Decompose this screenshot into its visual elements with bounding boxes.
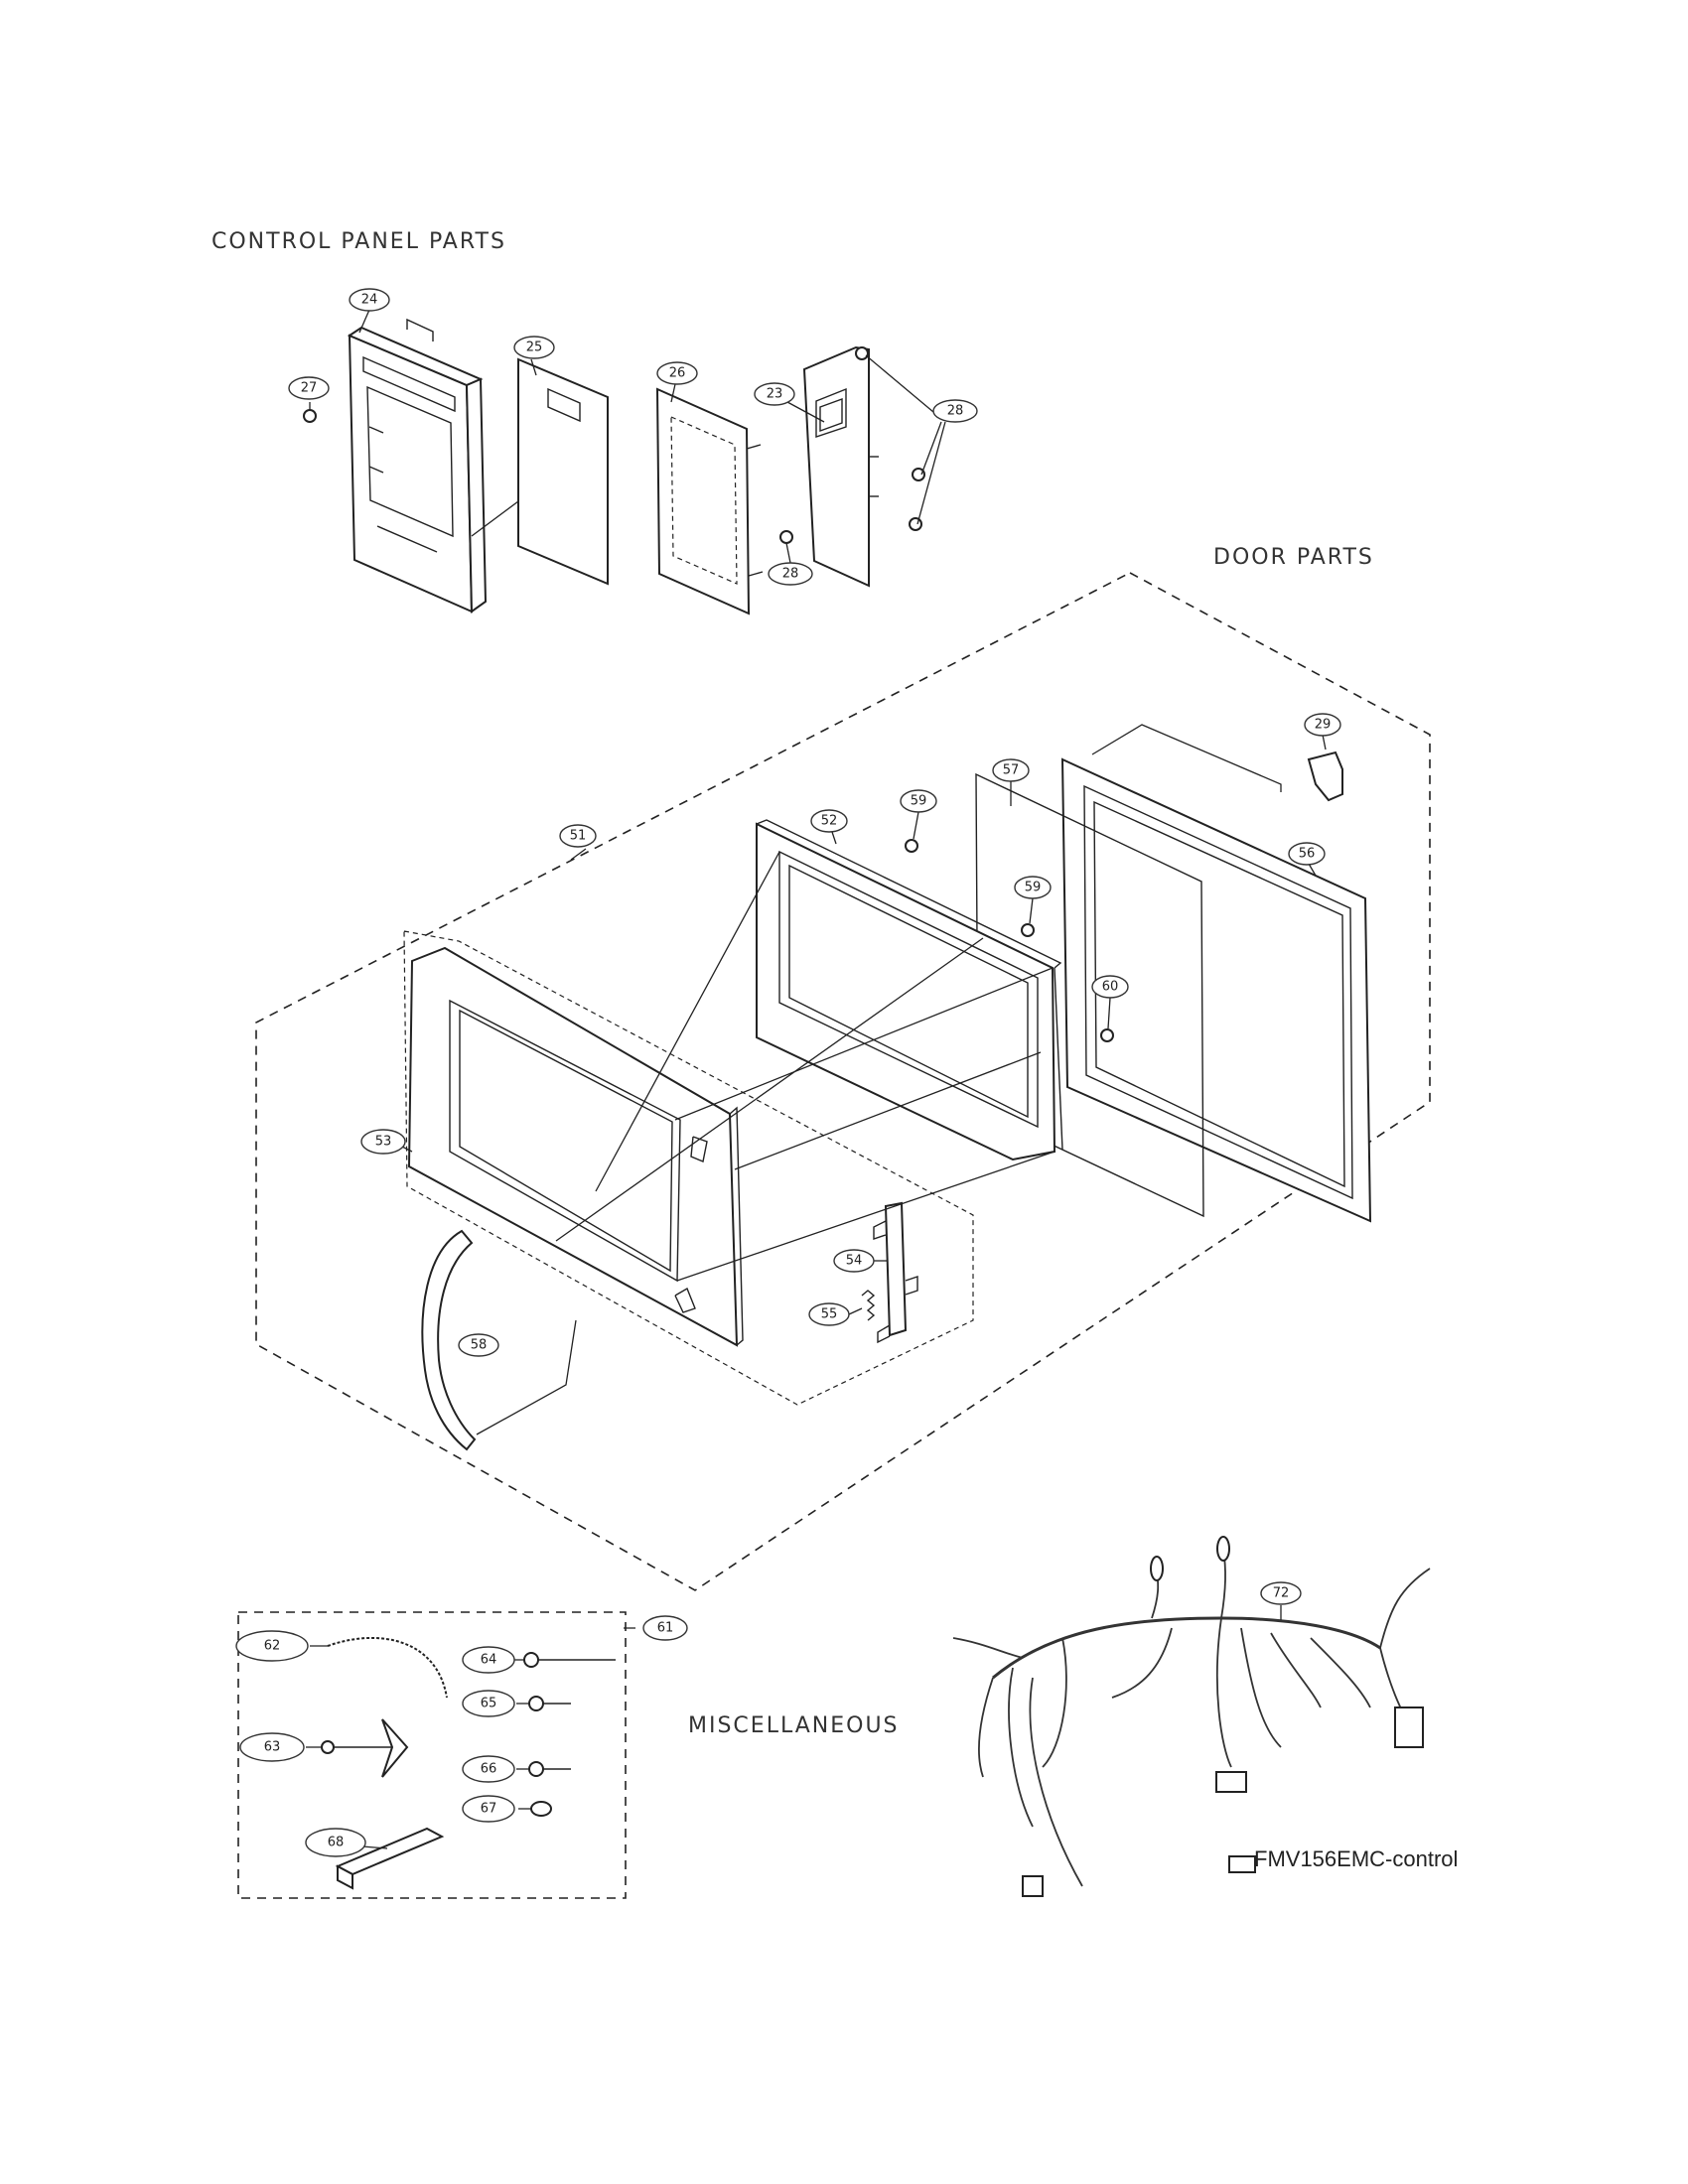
svg-text:55: 55 [821, 1307, 838, 1322]
callout-65: 65 [462, 1690, 515, 1717]
svg-text:51: 51 [570, 829, 587, 844]
door-hinge [1307, 751, 1343, 802]
svg-text:29: 29 [1315, 718, 1332, 733]
svg-text:65: 65 [481, 1697, 497, 1711]
callout-64: 64 [462, 1646, 515, 1674]
callout-67: 67 [462, 1795, 515, 1823]
door-latch [873, 1201, 918, 1344]
svg-text:28: 28 [947, 404, 964, 419]
svg-text:68: 68 [328, 1836, 345, 1850]
callout-53: 53 [360, 1129, 406, 1155]
svg-text:28: 28 [782, 567, 799, 582]
callout-66: 66 [462, 1755, 515, 1783]
callout-58: 58 [458, 1333, 499, 1357]
callout-63: 63 [239, 1732, 305, 1762]
control-panel-overlay [517, 357, 609, 586]
callout-27: 27 [288, 376, 330, 400]
svg-text:64: 64 [481, 1653, 497, 1668]
miscellaneous-boundary [237, 1611, 627, 1899]
door-spring [861, 1290, 876, 1321]
svg-text:63: 63 [264, 1740, 281, 1755]
svg-text:24: 24 [361, 293, 378, 308]
svg-text:54: 54 [846, 1254, 863, 1269]
callout-56: 56 [1288, 842, 1326, 866]
door-parts-title: DOOR PARTS [1213, 545, 1374, 570]
misc-gasket [327, 1636, 448, 1699]
svg-text:58: 58 [471, 1338, 488, 1353]
svg-text:59: 59 [1025, 881, 1042, 895]
callout-62: 62 [235, 1630, 309, 1662]
svg-text:26: 26 [669, 366, 686, 381]
door-assembly-boundary [255, 572, 1431, 1591]
callout-23: 23 [754, 382, 795, 406]
model-label: FMV156EMC-control [1254, 1846, 1458, 1871]
svg-text:25: 25 [526, 341, 543, 355]
svg-text:61: 61 [657, 1621, 674, 1636]
misc-screw-65 [528, 1696, 571, 1711]
callout-60: 60 [1091, 975, 1129, 999]
control-panel-bracket [655, 387, 764, 615]
svg-text:72: 72 [1273, 1586, 1290, 1601]
wire-harness-icon [952, 1536, 1431, 1897]
door-handle-icon [421, 1229, 477, 1451]
screw-icon [303, 346, 925, 544]
callout-61: 61 [642, 1615, 688, 1641]
svg-text:67: 67 [481, 1802, 497, 1817]
callout-28-top: 28 [932, 399, 978, 423]
svg-text:57: 57 [1003, 763, 1020, 778]
callout-59-top: 59 [900, 789, 937, 813]
control-board [802, 345, 879, 588]
svg-text:60: 60 [1102, 980, 1119, 995]
callout-57: 57 [992, 758, 1030, 782]
callout-72: 72 [1260, 1581, 1302, 1605]
control-panel-frame [347, 318, 488, 614]
svg-text:52: 52 [821, 814, 838, 829]
svg-text:23: 23 [767, 387, 783, 402]
callout-51: 51 [559, 824, 597, 848]
svg-text:59: 59 [911, 794, 927, 809]
svg-text:62: 62 [264, 1639, 281, 1654]
callout-52: 52 [810, 809, 848, 833]
callout-29: 29 [1304, 713, 1341, 737]
door-choke-frame [1060, 724, 1372, 1223]
callout-54: 54 [833, 1249, 875, 1273]
callout-59-mid: 59 [1014, 876, 1052, 899]
callout-55: 55 [808, 1302, 850, 1326]
door-frame-boundary [403, 930, 974, 1406]
misc-leaders [306, 1627, 635, 1849]
screw-icon [905, 839, 1114, 1042]
callout-26: 26 [656, 361, 698, 385]
svg-text:53: 53 [375, 1135, 392, 1150]
misc-toggle-bolt [321, 1718, 409, 1778]
callout-28-bottom: 28 [768, 562, 813, 586]
callout-25: 25 [513, 336, 555, 359]
miscellaneous-title: MISCELLANEOUS [688, 1713, 900, 1738]
control-panel-leaders [309, 309, 946, 564]
callout-68: 68 [305, 1828, 366, 1857]
misc-bracket [335, 1827, 445, 1890]
control-panel-title: CONTROL PANEL PARTS [211, 229, 506, 254]
door-leaders [401, 734, 1327, 1435]
misc-washer [530, 1801, 552, 1817]
svg-text:66: 66 [481, 1762, 497, 1777]
misc-screw-long [523, 1652, 616, 1668]
svg-text:27: 27 [301, 381, 318, 396]
svg-text:56: 56 [1299, 847, 1316, 862]
misc-screw-66 [528, 1761, 571, 1777]
callout-24: 24 [349, 288, 390, 312]
door-outer-frame [407, 946, 744, 1347]
